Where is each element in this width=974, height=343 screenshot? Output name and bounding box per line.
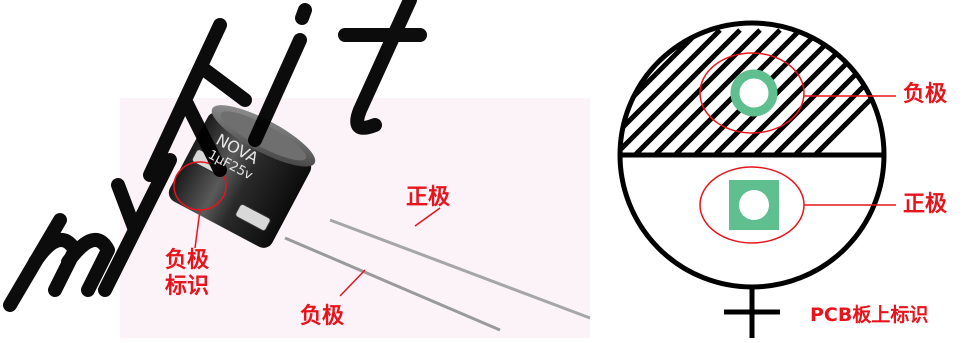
positive-callout-line xyxy=(414,207,441,227)
positive-lead xyxy=(329,218,591,320)
negative-pad-callout-circle xyxy=(699,52,805,134)
negative-mark-label-line1: 负极 xyxy=(165,248,210,273)
positive-pad-hole xyxy=(739,190,769,220)
negative-pad xyxy=(730,69,778,117)
negative-mark-callout-line xyxy=(194,209,201,249)
pcb-positive-label: 正极 xyxy=(903,192,948,217)
negative-callout-line xyxy=(339,269,366,297)
photo-background xyxy=(120,98,590,338)
capacitor-positive-label: 正极 xyxy=(406,185,451,210)
negative-lead xyxy=(284,236,501,332)
pcb-footprint xyxy=(600,0,905,338)
negative-mark-label-line2: 标识 xyxy=(165,274,210,299)
capacitor-negative-label: 负极 xyxy=(300,304,345,329)
pcb-negative-label: 负极 xyxy=(903,82,948,107)
negative-stripe-mark-2 xyxy=(235,203,271,232)
pcb-footprint-label: PCB板上标识 xyxy=(810,304,929,326)
watermark-mykit xyxy=(3,0,427,312)
